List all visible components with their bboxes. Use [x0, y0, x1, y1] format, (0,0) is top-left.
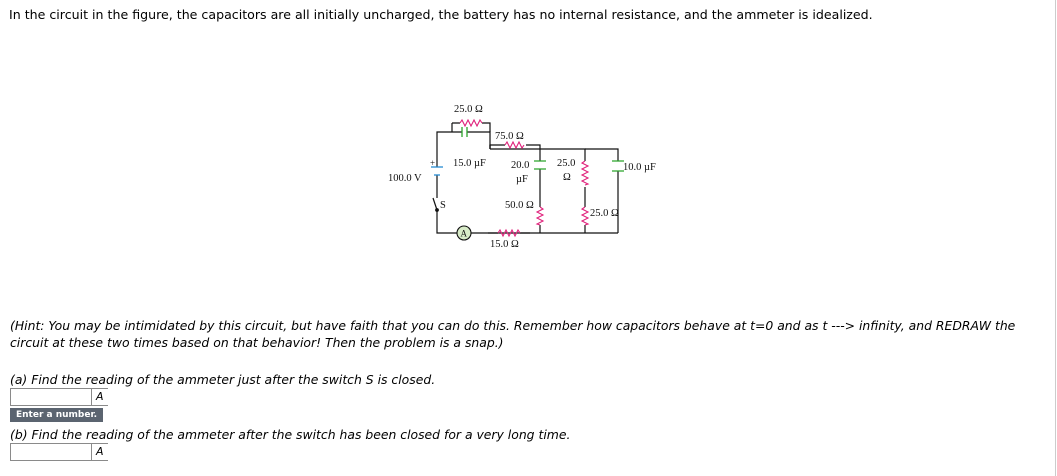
label-r-50: 50.0 Ω	[505, 200, 534, 211]
resistor-50	[535, 206, 545, 226]
unit-label-a: A	[91, 388, 108, 406]
hint-text: (Hint: You may be intimidated by this ci…	[10, 318, 1016, 350]
ammeter-symbol	[456, 225, 472, 241]
label-c-10: 10.0 µF	[623, 162, 656, 173]
label-r-right: 25.0 Ω	[590, 208, 619, 219]
answer-input-a[interactable]	[10, 388, 91, 406]
label-switch: S	[440, 200, 446, 211]
label-c-15: 15.0 µF	[453, 158, 486, 169]
resistor-75	[504, 140, 525, 150]
enter-number-tooltip: Enter a number.	[10, 408, 104, 422]
label-r-mid-b: Ω	[563, 172, 571, 183]
capacitor-10uF	[612, 160, 624, 172]
answer-input-b[interactable]	[10, 443, 91, 461]
label-r-mid-a: 25.0	[557, 158, 575, 169]
question-part-a: (a) Find the reading of the ammeter just…	[10, 372, 436, 387]
resistor-25-mid	[580, 160, 590, 186]
capacitor-15uF	[461, 127, 468, 137]
label-c-20-a: 20.0	[511, 160, 529, 171]
problem-intro: In the circuit in the figure, the capaci…	[9, 7, 873, 22]
switch-s	[432, 197, 439, 212]
resistor-15	[497, 228, 521, 238]
label-battery: 100.0 V	[388, 173, 422, 184]
battery-symbol	[431, 166, 443, 176]
page-right-edge	[1055, 0, 1056, 476]
circuit-diagram: 25.0 Ω 75.0 Ω 15.0 µF 20.0 µF 25.0 Ω 10.…	[388, 104, 656, 250]
circuit-wires	[436, 122, 619, 234]
unit-label-b: A	[91, 443, 108, 461]
label-ammeter: A	[461, 229, 468, 239]
label-r-75: 75.0 Ω	[495, 131, 524, 142]
label-c-20-b: µF	[516, 174, 528, 185]
label-plus: +	[430, 158, 435, 168]
resistor-25-right	[580, 206, 590, 226]
capacitor-20uF	[534, 160, 546, 170]
label-r-15: 15.0 Ω	[490, 239, 519, 250]
resistor-25-top	[459, 118, 483, 128]
question-part-b: (b) Find the reading of the ammeter afte…	[10, 427, 571, 442]
label-r-top: 25.0 Ω	[454, 104, 483, 115]
